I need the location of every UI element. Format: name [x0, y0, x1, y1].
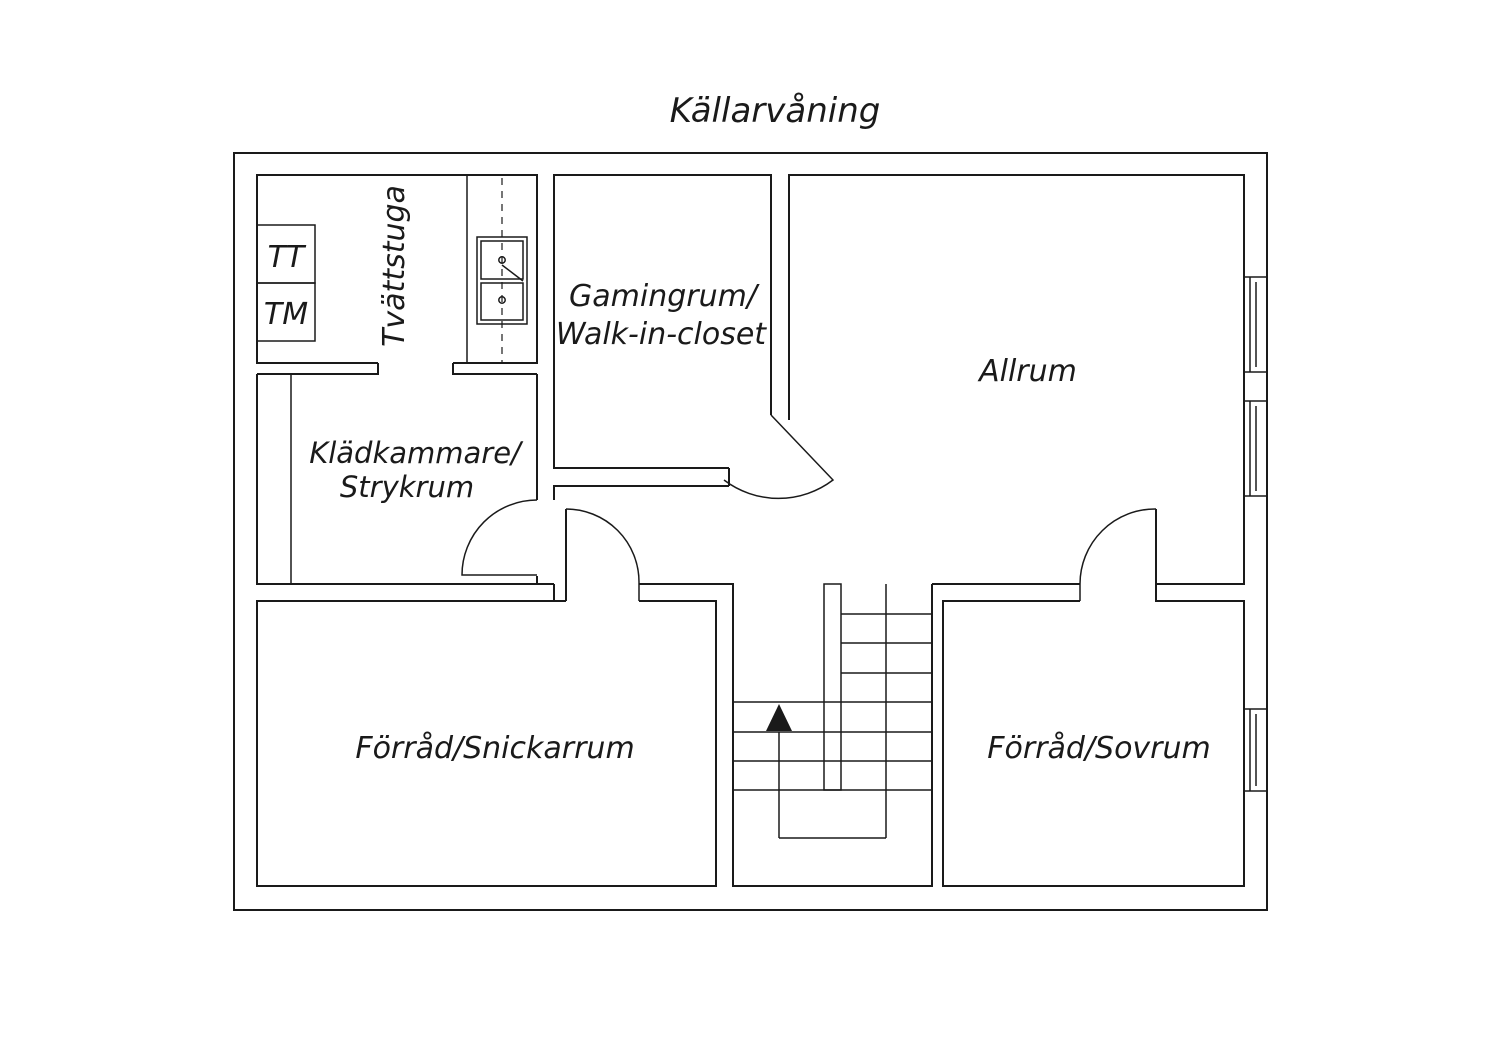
family-room-label: Allrum [977, 354, 1077, 389]
gaming-room: Gamingrum/ Walk-in-closet [553, 174, 835, 500]
workshop-room: Förråd/Snickarrum [256, 508, 933, 887]
family-room: Allrum [788, 174, 1268, 601]
double-sink-icon [476, 236, 528, 325]
dressing-room-label-line1: Klädkammare/ [309, 436, 524, 470]
dressing-room: Klädkammare/ Strykrum [256, 374, 538, 585]
laundry-room: TT TM Tvättstuga [256, 174, 538, 375]
storage-bedroom: Förråd/Sovrum [942, 584, 1268, 887]
washing-machine [256, 282, 316, 342]
floor-title: Källarvåning [670, 91, 881, 131]
outer-wall-outline [233, 152, 1268, 911]
gaming-room-label-line1: Gamingrum/ [569, 279, 760, 314]
stair-up-arrow-icon [766, 704, 792, 731]
dressing-room-door [461, 499, 538, 576]
tumble-dryer-label: TT [268, 240, 307, 275]
bedroom-door [1079, 508, 1157, 601]
window-icon [1243, 400, 1268, 497]
storage-bedroom-label: Förråd/Sovrum [987, 731, 1211, 766]
gaming-room-door [723, 414, 835, 500]
window-icon [1243, 276, 1268, 373]
washing-machine-label: TM [264, 297, 308, 332]
staircase [733, 583, 932, 839]
laundry-room-label: Tvättstuga [377, 185, 412, 347]
window-icon [1243, 708, 1268, 792]
gaming-room-label-line2: Walk-in-closet [556, 317, 767, 352]
workshop-door [565, 508, 640, 601]
dressing-room-label-line2: Strykrum [340, 470, 474, 504]
workshop-room-label: Förråd/Snickarrum [355, 731, 634, 766]
